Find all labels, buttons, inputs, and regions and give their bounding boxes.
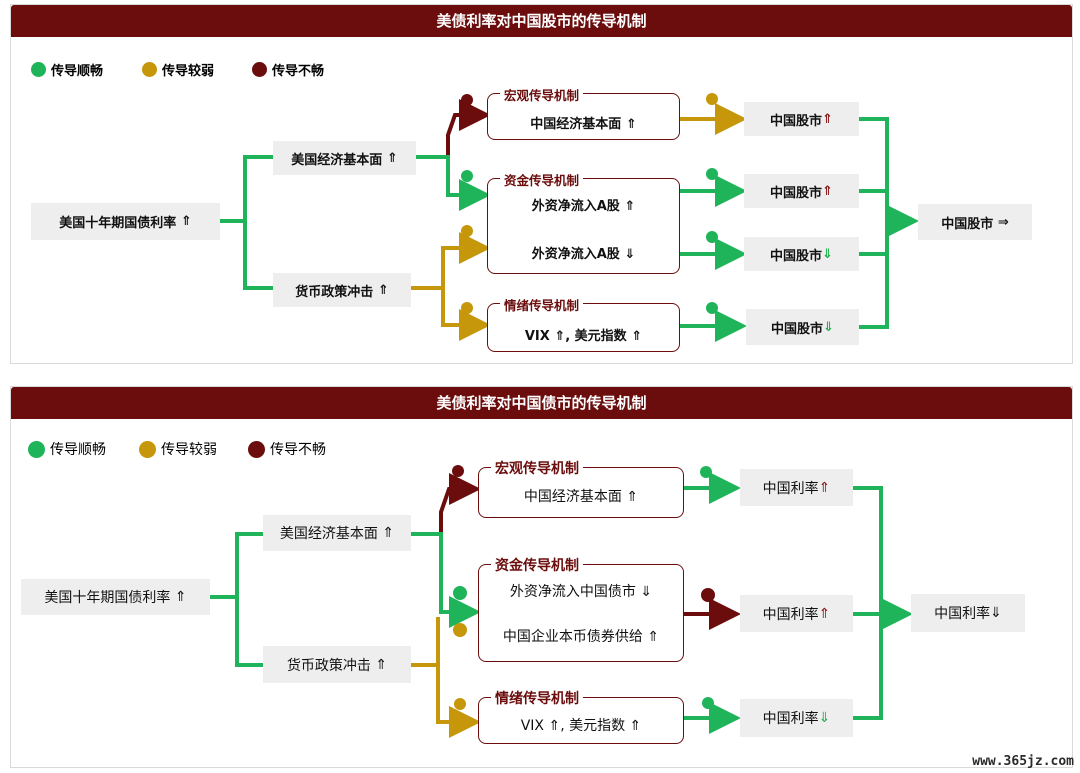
mechanism-title: 宏观传导机制 <box>491 458 583 478</box>
gold-dot-icon <box>142 62 157 77</box>
legend-weak: 传导较弱 <box>139 439 217 459</box>
output-node: 中国股市⇓ <box>746 309 859 345</box>
green-dot-icon <box>28 440 45 458</box>
legend-label: 传导不畅 <box>270 442 326 458</box>
source-node: 美国十年期国债利率 ⇑ <box>21 579 210 615</box>
legend-label: 传导顺畅 <box>51 64 104 79</box>
legend-label: 传导不畅 <box>272 64 325 79</box>
monetary-policy-node: 货币政策冲击 ⇑ <box>273 273 411 307</box>
panel-title: 美债利率对中国债市的传导机制 <box>11 387 1072 419</box>
mechanism-text: 外资净流入A股 ⇓ <box>531 247 636 262</box>
fund-mechanism-box: 资金传导机制 外资净流入中国债市 ⇓ 中国企业本币债券供给 ⇑ <box>478 555 684 662</box>
mechanism-text: VIX ⇑, 美元指数 ⇑ <box>520 718 642 734</box>
legend-label: 传导较弱 <box>162 64 215 79</box>
legend-weak: 传导较弱 <box>142 60 214 79</box>
fund-mechanism-box: 资金传导机制 外资净流入A股 ⇑ 外资净流入A股 ⇓ <box>487 170 680 274</box>
legend-label: 传导顺畅 <box>50 442 106 458</box>
mechanism-text: 中国经济基本面 ⇑ <box>523 489 639 505</box>
mechanism-text: 外资净流入中国债市 ⇓ <box>509 584 653 600</box>
final-node: 中国利率⇓ <box>911 594 1025 632</box>
maroon-dot-icon <box>248 440 265 458</box>
mechanism-title: 资金传导机制 <box>491 555 583 575</box>
output-node: 中国股市⇑ <box>744 174 859 208</box>
maroon-dot-icon <box>252 62 267 77</box>
bond-transmission-panel: 美债利率对中国债市的传导机制 传导顺畅 传导较弱 传导不畅 <box>10 386 1073 768</box>
legend-blocked: 传导不畅 <box>252 60 324 79</box>
macro-mechanism-box: 宏观传导机制 中国经济基本面 ⇑ <box>487 85 680 140</box>
macro-mechanism-box: 宏观传导机制 中国经济基本面 ⇑ <box>478 458 684 518</box>
output-node: 中国利率⇑ <box>740 595 853 632</box>
mechanism-text: VIX ⇑, 美元指数 ⇑ <box>524 329 643 344</box>
mechanism-text: 外资净流入A股 ⇑ <box>531 199 636 214</box>
us-economy-node: 美国经济基本面 ⇑ <box>273 141 416 175</box>
gold-dot-icon <box>139 440 156 458</box>
monetary-policy-node: 货币政策冲击 ⇑ <box>263 646 411 683</box>
watermark: www.365jz.com <box>972 754 1074 769</box>
green-dot-icon <box>31 62 46 77</box>
mechanism-title: 情绪传导机制 <box>500 295 584 314</box>
output-node: 中国利率⇓ <box>740 699 853 737</box>
mechanism-text: 中国经济基本面 ⇑ <box>530 117 637 132</box>
mechanism-title: 情绪传导机制 <box>491 688 583 708</box>
legend-smooth: 传导顺畅 <box>31 60 103 79</box>
output-node: 中国股市⇑ <box>744 102 859 136</box>
panel-title: 美债利率对中国股市的传导机制 <box>11 5 1072 37</box>
final-node: 中国股市 ⇒ <box>918 204 1032 240</box>
us-economy-node: 美国经济基本面 ⇑ <box>263 515 411 551</box>
output-node: 中国利率⇑ <box>740 469 853 506</box>
mechanism-title: 资金传导机制 <box>500 170 584 189</box>
legend-smooth: 传导顺畅 <box>28 439 106 459</box>
sentiment-mechanism-box: 情绪传导机制 VIX ⇑, 美元指数 ⇑ <box>487 295 680 352</box>
mechanism-title: 宏观传导机制 <box>500 85 584 104</box>
sentiment-mechanism-box: 情绪传导机制 VIX ⇑, 美元指数 ⇑ <box>478 688 684 744</box>
source-node: 美国十年期国债利率 ⇑ <box>31 203 220 240</box>
output-node: 中国股市⇓ <box>744 237 859 271</box>
legend-blocked: 传导不畅 <box>248 439 326 459</box>
mechanism-text: 中国企业本币债券供给 ⇑ <box>502 629 660 645</box>
stock-transmission-panel: 美债利率对中国股市的传导机制 传导顺畅 传导较弱 传导不畅 <box>10 4 1073 364</box>
legend-label: 传导较弱 <box>161 442 217 458</box>
